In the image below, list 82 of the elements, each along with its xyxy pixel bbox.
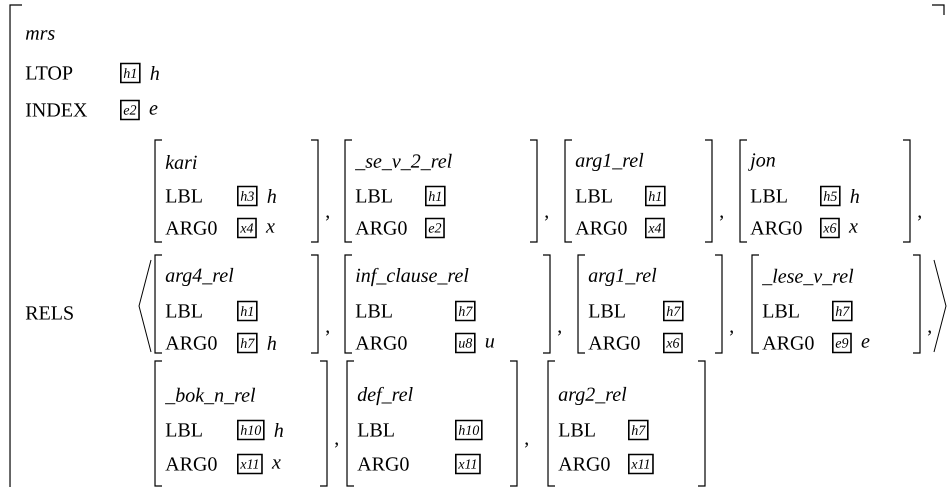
sort-label: h: [268, 336, 276, 350]
type-label: inf_clause_rel: [356, 268, 468, 286]
tag-box: x6: [663, 332, 683, 354]
sort-label: x: [266, 223, 275, 233]
tag-box: e9: [832, 332, 852, 354]
tag-box: h1: [237, 300, 258, 322]
tag-box: x11: [455, 454, 481, 474]
type-label: arg1_rel: [576, 152, 644, 172]
sort-label: h: [274, 423, 283, 437]
feature-label: LBL: [166, 304, 202, 318]
tag-box: x4: [237, 218, 257, 238]
sort-label: u: [486, 338, 494, 348]
tag-box: h1: [425, 186, 446, 206]
comma: ,: [730, 330, 733, 336]
type-label: _se_v_2_rel: [355, 154, 452, 170]
feature-label: ARG0: [762, 336, 814, 350]
feature-label: LBL: [558, 423, 595, 437]
comma: ,: [720, 215, 723, 221]
feature-label: LBL: [750, 189, 787, 203]
comma: ,: [326, 215, 329, 221]
tag-box: h7: [237, 332, 258, 354]
comma: ,: [918, 215, 921, 221]
type-label: arg2_rel: [558, 386, 626, 406]
tag-box: u8: [455, 332, 476, 354]
feature-label: LBL: [166, 189, 202, 203]
comma: ,: [558, 330, 561, 336]
tag-box: h10: [237, 420, 265, 440]
comma: ,: [334, 442, 338, 448]
sort-label: e: [862, 338, 870, 348]
tag-box: h7: [455, 300, 476, 322]
tag-box: x6: [820, 218, 840, 238]
feature-label: RELS: [26, 306, 73, 320]
sort-label: e: [150, 105, 158, 115]
tag-box: h10: [455, 420, 483, 440]
feature-label: LBL: [356, 304, 392, 318]
type-label: arg4_rel: [166, 268, 234, 286]
sort-label: h: [850, 189, 859, 203]
feature-label: INDEX: [26, 103, 88, 117]
sort-label: x: [272, 459, 281, 469]
tag-box: h1: [645, 186, 666, 206]
feature-label: LBL: [358, 423, 394, 437]
tag-box: h7: [663, 300, 684, 322]
feature-label: ARG0: [588, 336, 640, 350]
sort-label: x: [848, 223, 858, 233]
feature-label: LTOP: [26, 66, 72, 80]
type-label: jon: [748, 153, 775, 171]
feature-label: ARG0: [165, 336, 217, 350]
type-label: mrs: [26, 30, 55, 40]
tag-box: h1: [120, 62, 141, 84]
feature-label: ARG0: [575, 221, 627, 235]
tag-box: x11: [237, 454, 263, 474]
feature-label: LBL: [356, 189, 392, 203]
type-label: def_rel: [358, 386, 413, 406]
comma: ,: [928, 330, 931, 336]
feature-label: LBL: [576, 189, 612, 203]
sort-label: h: [268, 189, 276, 203]
tag-box: x4: [645, 218, 665, 238]
tag-box: h3: [237, 186, 258, 206]
tag-box: e2: [425, 218, 445, 238]
comma: ,: [326, 330, 329, 336]
feature-label: LBL: [588, 304, 625, 318]
type-label: arg1_rel: [588, 268, 656, 286]
tag-box: h7: [832, 300, 853, 322]
feature-label: LBL: [762, 304, 799, 318]
feature-label: ARG0: [165, 457, 217, 471]
feature-label: LBL: [166, 423, 202, 437]
tag-box: e2: [120, 100, 140, 120]
tag-box: h5: [820, 186, 841, 206]
feature-label: ARG0: [357, 457, 409, 471]
tag-box: h7: [628, 420, 649, 440]
feature-label: ARG0: [355, 221, 407, 235]
feature-label: ARG0: [750, 221, 802, 235]
type-label: kari: [166, 154, 197, 170]
sort-label: h: [150, 66, 159, 80]
feature-label: ARG0: [165, 221, 217, 235]
comma: ,: [544, 215, 548, 221]
type-label: _lese_v_rel: [762, 268, 854, 286]
feature-label: ARG0: [558, 457, 610, 471]
type-label: _bok_n_rel: [165, 388, 256, 404]
tag-box: x11: [628, 454, 654, 474]
feature-label: ARG0: [355, 336, 407, 350]
comma: ,: [524, 442, 528, 448]
